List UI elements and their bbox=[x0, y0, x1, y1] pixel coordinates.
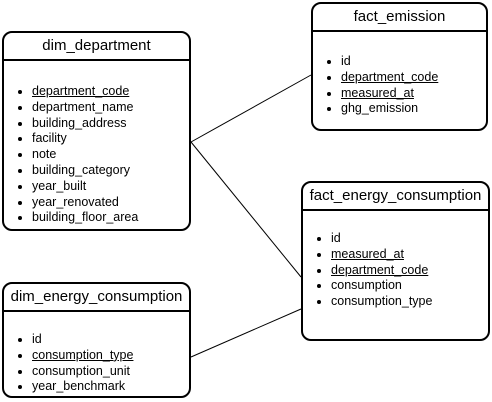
field: year_renovated bbox=[32, 195, 189, 211]
field-list: idconsumption_typeconsumption_unityear_b… bbox=[4, 332, 189, 395]
field: building_address bbox=[32, 116, 189, 132]
entity-title: dim_department bbox=[4, 33, 189, 61]
relationship-energy-type-energy-consumption bbox=[190, 308, 302, 358]
entity-fact-energy-consumption[interactable]: fact_energy_consumption idmeasured_atdep… bbox=[301, 181, 490, 341]
key-field: consumption_type bbox=[32, 348, 189, 364]
field: consumption_type bbox=[331, 294, 488, 310]
field: year_benchmark bbox=[32, 379, 189, 395]
field: building_category bbox=[32, 163, 189, 179]
entity-title: fact_emission bbox=[313, 4, 486, 32]
field-list: idmeasured_atdepartment_codeconsumptionc… bbox=[303, 231, 488, 310]
key-field: measured_at bbox=[341, 86, 486, 102]
field: department_name bbox=[32, 100, 189, 116]
relationship-department-emission bbox=[190, 74, 312, 143]
key-field: department_code bbox=[331, 263, 488, 279]
field: id bbox=[331, 231, 488, 247]
field-list: iddepartment_codemeasured_atghg_emission bbox=[313, 54, 486, 117]
key-field: measured_at bbox=[331, 247, 488, 263]
field: id bbox=[341, 54, 486, 70]
field: id bbox=[32, 332, 189, 348]
field: building_floor_area bbox=[32, 210, 189, 226]
field: consumption bbox=[331, 278, 488, 294]
field: consumption_unit bbox=[32, 364, 189, 380]
entity-title: dim_energy_consumption bbox=[4, 284, 189, 312]
entity-dim-department[interactable]: dim_department department_codedepartment… bbox=[2, 31, 191, 231]
field: note bbox=[32, 147, 189, 163]
entity-title: fact_energy_consumption bbox=[303, 183, 488, 211]
field: year_built bbox=[32, 179, 189, 195]
entity-fact-emission[interactable]: fact_emission iddepartment_codemeasured_… bbox=[311, 2, 488, 131]
key-field: department_code bbox=[32, 84, 189, 100]
field: ghg_emission bbox=[341, 101, 486, 117]
field: facility bbox=[32, 131, 189, 147]
entity-dim-energy-consumption[interactable]: dim_energy_consumption idconsumption_typ… bbox=[2, 282, 191, 398]
key-field: department_code bbox=[341, 70, 486, 86]
field-list: department_codedepartment_namebuilding_a… bbox=[4, 84, 189, 226]
relationship-department-energy-consumption bbox=[190, 141, 302, 278]
